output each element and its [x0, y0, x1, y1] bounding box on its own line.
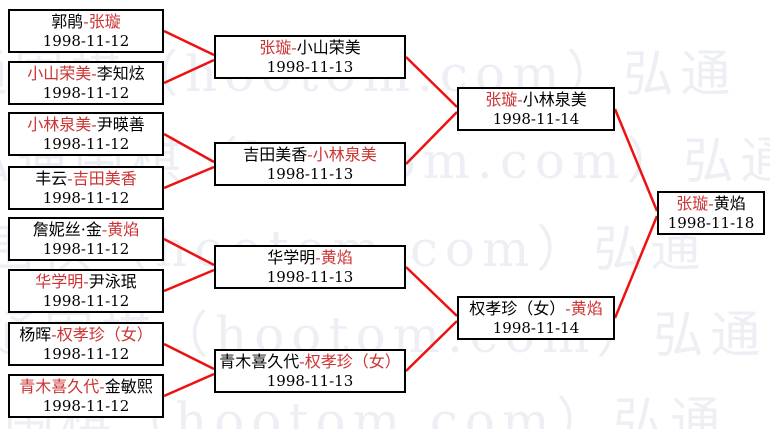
- match-players: 华学明-黄焰: [267, 248, 352, 268]
- match-players: 张璇-黄焰: [676, 194, 745, 214]
- player2-name: 小林泉美: [522, 89, 587, 109]
- player1-name: 权孝珍（女）: [469, 298, 566, 318]
- vs-dash: -: [565, 298, 571, 318]
- player1-name: 青木喜久代: [219, 351, 300, 371]
- match-date: 1998-11-14: [492, 318, 580, 337]
- player2-name: 李知炫: [96, 63, 145, 83]
- player2-name: 尹暎善: [96, 114, 145, 134]
- vs-dash: -: [91, 114, 97, 134]
- match-date: 1998-11-12: [42, 188, 130, 207]
- player1-name: 杨晖: [19, 324, 52, 344]
- match-date: 1998-11-14: [492, 109, 580, 128]
- player1-name: 小林泉美: [27, 114, 92, 134]
- match-players: 华学明-尹泳珉: [35, 272, 136, 292]
- match-players: 吉田美香-小林泉美: [243, 145, 376, 165]
- match-box: 权孝珍（女）-黄焰 1998-11-14: [457, 296, 615, 340]
- player1-name: 小山荣美: [27, 63, 92, 83]
- player1-name: 张璇: [676, 193, 709, 213]
- vs-dash: -: [307, 144, 313, 164]
- match-players: 张璇-小山荣美: [259, 38, 360, 58]
- match-players: 权孝珍（女）-黄焰: [469, 299, 602, 319]
- player1-name: 张璇: [259, 37, 292, 57]
- player1-name: 张璇: [485, 89, 518, 109]
- match-players: 詹妮丝·金-黄焰: [33, 220, 140, 240]
- match-players: 张璇-小林泉美: [485, 90, 586, 110]
- player1-name: 詹妮丝·金: [32, 219, 102, 239]
- match-players: 小山荣美-李知炫: [27, 64, 144, 84]
- player2-name: 张璇: [88, 11, 121, 31]
- match-box: 丰云-吉田美香 1998-11-12: [8, 166, 164, 210]
- vs-dash: -: [51, 324, 57, 344]
- vs-dash: -: [101, 219, 108, 239]
- match-box: 吉田美香-小林泉美 1998-11-13: [214, 142, 406, 186]
- match-date: 1998-11-12: [42, 31, 130, 50]
- match-date: 1998-11-13: [266, 267, 354, 286]
- player2-name: 黄焰: [320, 247, 353, 267]
- match-box: 华学明-黄焰 1998-11-13: [214, 245, 406, 289]
- player2-name: 金敏熙: [104, 376, 153, 396]
- match-date: 1998-11-13: [266, 371, 354, 390]
- vs-dash: -: [99, 376, 105, 396]
- match-players: 丰云-吉田美香: [35, 169, 136, 189]
- match-box: 张璇-小山荣美 1998-11-13: [214, 35, 406, 79]
- match-box: 青木喜久代-权孝珍（女） 1998-11-13: [214, 349, 406, 393]
- player1-name: 吉田美香: [243, 144, 308, 164]
- player1-name: 华学明: [267, 247, 316, 267]
- vs-dash: -: [517, 89, 523, 109]
- match-box: 郭鹃-张璇 1998-11-12: [8, 9, 164, 53]
- match-box: 张璇-小林泉美 1998-11-14: [457, 87, 615, 131]
- match-date: 1998-11-12: [42, 396, 130, 415]
- match-date: 1998-11-12: [42, 239, 130, 258]
- match-date: 1998-11-12: [42, 134, 130, 153]
- vs-dash: -: [299, 351, 305, 371]
- match-box: 华学明-尹泳珉 1998-11-12: [8, 269, 164, 313]
- match-players: 青木喜久代-金敏熙: [19, 377, 152, 397]
- match-box: 青木喜久代-金敏熙 1998-11-12: [8, 374, 164, 418]
- match-box-final: 张璇-黄焰 1998-11-18: [657, 191, 765, 235]
- vs-dash: -: [83, 271, 89, 291]
- player2-name: 权孝珍（女）: [304, 351, 401, 371]
- vs-dash: -: [83, 11, 89, 31]
- match-box: 詹妮丝·金-黄焰 1998-11-12: [8, 217, 164, 261]
- vs-dash: -: [708, 193, 714, 213]
- vs-dash: -: [91, 63, 97, 83]
- match-date: 1998-11-12: [42, 83, 130, 102]
- player1-name: 郭鹃: [51, 11, 84, 31]
- player2-name: 小山荣美: [296, 37, 361, 57]
- match-players: 青木喜久代-权孝珍（女）: [219, 352, 400, 372]
- match-players: 小林泉美-尹暎善: [27, 115, 144, 135]
- vs-dash: -: [67, 168, 73, 188]
- match-date: 1998-11-13: [266, 57, 354, 76]
- player1-name: 丰云: [35, 168, 68, 188]
- vs-dash: -: [291, 37, 297, 57]
- player2-name: 吉田美香: [72, 168, 137, 188]
- match-date: 1998-11-12: [42, 291, 130, 310]
- match-box: 小林泉美-尹暎善 1998-11-12: [8, 112, 164, 156]
- match-players: 郭鹃-张璇: [51, 12, 120, 32]
- player2-name: 黄焰: [713, 193, 746, 213]
- match-players: 杨晖-权孝珍（女）: [19, 325, 152, 345]
- player2-name: 权孝珍（女）: [56, 324, 153, 344]
- match-box: 杨晖-权孝珍（女） 1998-11-12: [8, 322, 164, 366]
- match-date: 1998-11-13: [266, 164, 354, 183]
- match-box: 小山荣美-李知炫 1998-11-12: [8, 61, 164, 105]
- player2-name: 尹泳珉: [88, 271, 137, 291]
- player2-name: 小林泉美: [312, 144, 377, 164]
- match-date: 1998-11-18: [667, 213, 755, 232]
- player1-name: 华学明: [35, 271, 84, 291]
- player1-name: 青木喜久代: [19, 376, 100, 396]
- player2-name: 黄焰: [570, 298, 603, 318]
- match-date: 1998-11-12: [42, 344, 130, 363]
- vs-dash: -: [315, 247, 321, 267]
- player2-name: 黄焰: [107, 219, 140, 239]
